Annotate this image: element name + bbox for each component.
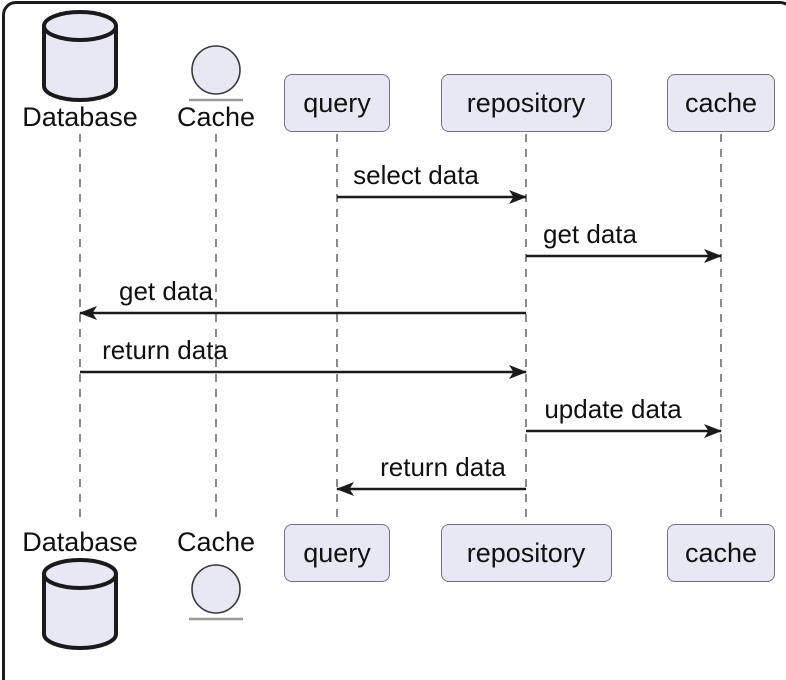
participant-label-database: Database	[22, 527, 138, 557]
message-label-2: get data	[119, 276, 213, 306]
participant-box-query: query	[284, 524, 390, 582]
participant-label-cache_entity: Cache	[176, 527, 256, 557]
participant-box-repository: repository	[440, 524, 612, 582]
message-label-5: return data	[380, 452, 506, 482]
participant-label: query	[303, 87, 371, 118]
entity-circle-icon	[189, 45, 243, 102]
entity-circle-icon	[189, 564, 243, 621]
participant-label: repository	[466, 537, 586, 568]
database-cylinder-icon	[42, 10, 118, 102]
participant-box-query: query	[284, 74, 390, 132]
database-cylinder-icon	[42, 558, 118, 650]
message-label-1: get data	[543, 219, 637, 249]
participant-label: query	[303, 537, 371, 568]
message-label-3: return data	[102, 335, 228, 365]
message-label-0: select data	[353, 160, 479, 190]
participant-label-cache_entity: Cache	[176, 102, 256, 132]
participant-box-cache: cache	[667, 74, 775, 132]
participant-label: cache	[684, 537, 758, 568]
message-label-4: update data	[544, 394, 682, 424]
participant-label: repository	[466, 87, 586, 118]
participant-box-cache: cache	[667, 524, 775, 582]
participant-box-repository: repository	[440, 74, 612, 132]
participant-label-database: Database	[22, 102, 138, 132]
participant-label: cache	[684, 87, 758, 118]
